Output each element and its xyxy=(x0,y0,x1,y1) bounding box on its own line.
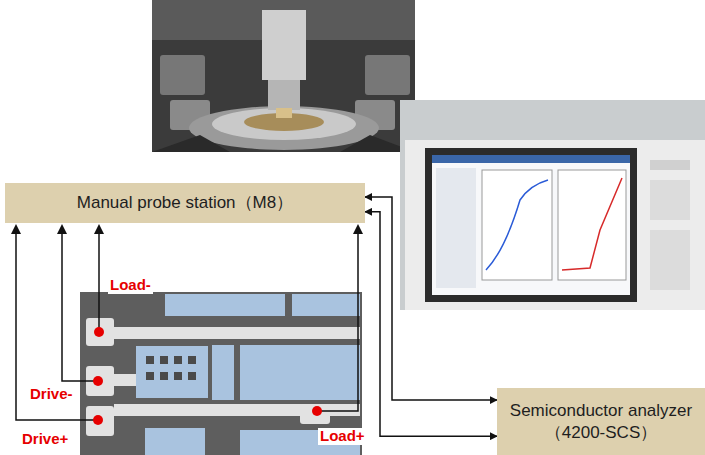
probe-wires xyxy=(16,232,358,420)
wire-arrowheads xyxy=(11,224,363,234)
node-label: Manual probe station（M8） xyxy=(77,192,293,213)
pin-label: Drive- xyxy=(28,386,75,403)
probe-station-box: Manual probe station（M8） xyxy=(5,183,365,223)
pin-label: Load- xyxy=(108,277,153,294)
connector-arrow xyxy=(365,212,497,436)
analyzer-box: Semiconductor analyzer （4200-SCS） xyxy=(497,388,705,455)
pin-label: Drive+ xyxy=(20,431,70,448)
connector-arrow xyxy=(365,197,497,400)
node-label: Semiconductor analyzer （4200-SCS） xyxy=(507,400,695,443)
probe-station-photo xyxy=(152,0,415,152)
analyzer-photo xyxy=(400,100,705,310)
pin-label: Load+ xyxy=(318,428,367,445)
probe-pad-dots xyxy=(93,327,322,425)
